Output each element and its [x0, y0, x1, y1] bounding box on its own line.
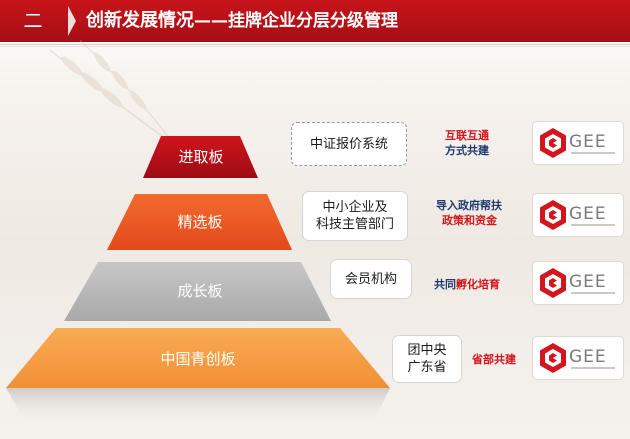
gee-logo-text: GEE: [569, 272, 607, 292]
title-suffix: 挂牌企业分层分级管理: [228, 11, 398, 31]
tier-3-shape: [64, 262, 331, 321]
tier-3-label: 成长板: [177, 282, 223, 300]
header-divider: [0, 44, 630, 45]
gee-logo-text: GEE: [569, 132, 607, 152]
tier-2-partner-line-1: 中小企业及: [322, 200, 388, 215]
gee-logo-tagline: [571, 152, 615, 154]
gee-logo-icon: [540, 200, 566, 230]
tier-2-shape: [107, 194, 292, 250]
page-title: 创新发展情况——挂牌企业分层分级管理: [86, 0, 398, 42]
gee-logo-card-3: GEE: [532, 261, 624, 305]
pyramid-shadow: [6, 388, 390, 430]
header-bar: 二 创新发展情况——挂牌企业分层分级管理: [0, 0, 630, 42]
gee-logo-card-2: GEE: [532, 193, 624, 237]
gee-logo-tagline: [571, 367, 615, 369]
gee-logo-text: GEE: [569, 347, 607, 367]
tier-4-partner-line-1: 团中央: [407, 343, 447, 358]
tier-1-note-line-1: 互联互通: [445, 129, 489, 142]
header-divider-secondary: [0, 46, 630, 47]
tier-2-label: 精选板: [177, 213, 223, 231]
tier-4-partner-line-2: 广东省: [407, 360, 447, 375]
tier-1-note-line-2: 方式共建: [445, 144, 489, 157]
header-separator-icon: [68, 6, 76, 36]
tier-1-shape: [143, 136, 258, 178]
tier-3-note-part-a: 共同: [434, 278, 456, 291]
tier-2-note-line-2: 政策和资金: [442, 214, 497, 227]
tier-1-label: 进取板: [178, 148, 224, 166]
tier-2-note: 导入政府帮扶 政策和资金: [436, 198, 502, 228]
tier-3-partner: 会员机构: [344, 271, 397, 287]
gee-logo-text: GEE: [569, 204, 607, 224]
section-number: 二: [23, 10, 45, 32]
tier-1-note: 互联互通 方式共建: [445, 128, 489, 158]
tier-3-partner-box: 会员机构: [331, 260, 411, 298]
title-dash: ——: [194, 11, 228, 31]
gee-logo-icon: [540, 343, 566, 373]
gee-logo-card-4: GEE: [532, 336, 624, 380]
title-prefix: 创新发展情况: [86, 10, 194, 31]
gee-logo-tagline: [571, 224, 615, 226]
tier-4-partner-box: 团中央 广东省: [393, 336, 461, 382]
tier-3-note: 共同孵化培育: [434, 277, 500, 292]
gee-logo-icon: [540, 128, 566, 158]
tier-1-partner: 中证报价系统: [309, 136, 388, 152]
tier-3-note-part-b: 孵化培育: [456, 278, 500, 291]
tier-1-partner-box: 中证报价系统: [291, 122, 407, 166]
tier-2-partner-box: 中小企业及 科技主管部门: [303, 192, 407, 240]
tier-2-note-line-1: 导入政府帮扶: [436, 199, 502, 212]
tier-4-note-line-1: 省部共建: [472, 353, 516, 366]
tier-4-label: 中国青创板: [160, 350, 236, 368]
gee-logo-icon: [540, 268, 566, 298]
tier-4-shape: [6, 328, 390, 388]
tier-2-partner-line-2: 科技主管部门: [315, 217, 394, 232]
tier-4-note: 省部共建: [472, 352, 516, 367]
gee-logo-card-1: GEE: [532, 121, 624, 165]
gee-logo-tagline: [571, 292, 615, 294]
